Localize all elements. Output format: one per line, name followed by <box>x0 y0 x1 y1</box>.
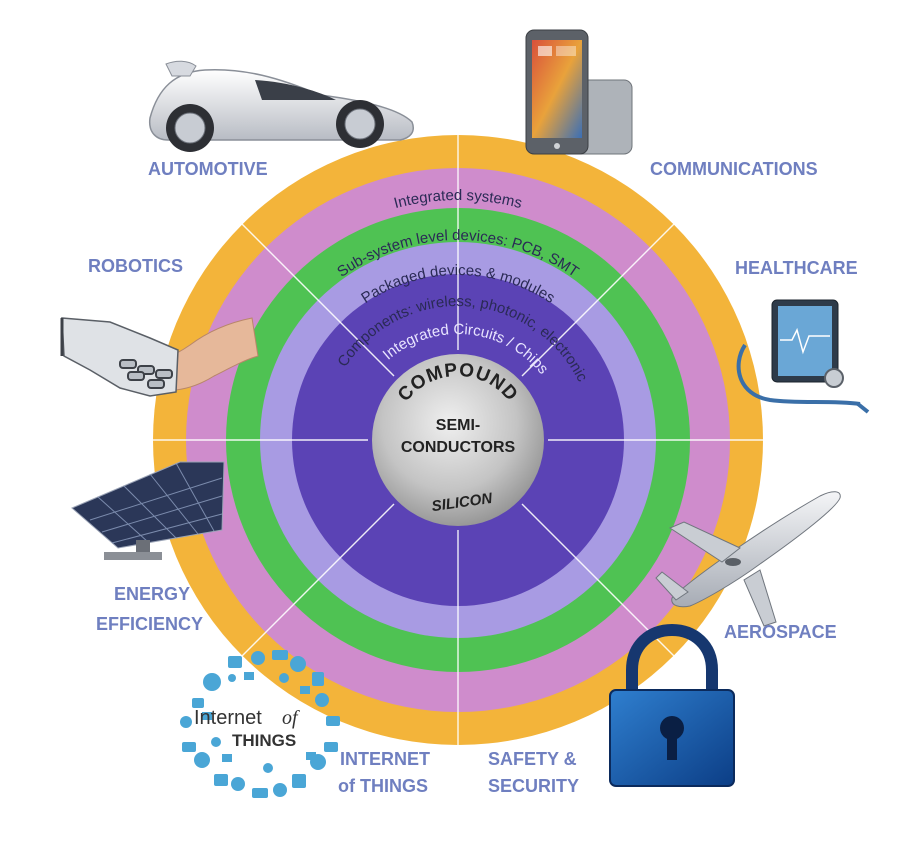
solar-panel-icon <box>71 461 225 560</box>
tablet-stethoscope-icon <box>736 299 870 414</box>
sector-label-automotive: AUTOMOTIVE <box>148 159 268 179</box>
sector-label-safety-line1: SAFETY & <box>488 749 577 769</box>
sector-label-communications: COMMUNICATIONS <box>650 159 818 179</box>
iot-logo-internet: Internet <box>194 707 262 729</box>
iot-cloud-icon: Internet of THINGS <box>180 650 340 798</box>
core-label-conductors: CONDUCTORS <box>401 439 516 456</box>
sector-label-safety-line2: SECURITY <box>488 776 579 796</box>
sector-label-healthcare: HEALTHCARE <box>735 258 858 278</box>
sector-label-iot-line2: of THINGS <box>338 776 428 796</box>
airplane-icon <box>655 491 841 627</box>
iot-logo-of: of <box>282 707 300 729</box>
sector-label-iot-line1: INTERNET <box>340 749 430 769</box>
core-label-semi: SEMI- <box>436 417 480 434</box>
sector-label-robotics: ROBOTICS <box>88 256 183 276</box>
smartphone-icon <box>525 29 633 155</box>
robot-hand-icon <box>60 317 259 397</box>
core-semiconductors <box>372 354 544 526</box>
sector-dividers <box>153 135 763 745</box>
sector-label-aerospace: AEROSPACE <box>724 622 837 642</box>
car-icon <box>148 60 414 152</box>
sector-label-energy-line1: ENERGY <box>114 584 190 604</box>
sector-label-energy-line2: EFFICIENCY <box>96 614 203 634</box>
padlock-icon <box>609 623 735 787</box>
iot-logo-things: THINGS <box>232 731 296 750</box>
